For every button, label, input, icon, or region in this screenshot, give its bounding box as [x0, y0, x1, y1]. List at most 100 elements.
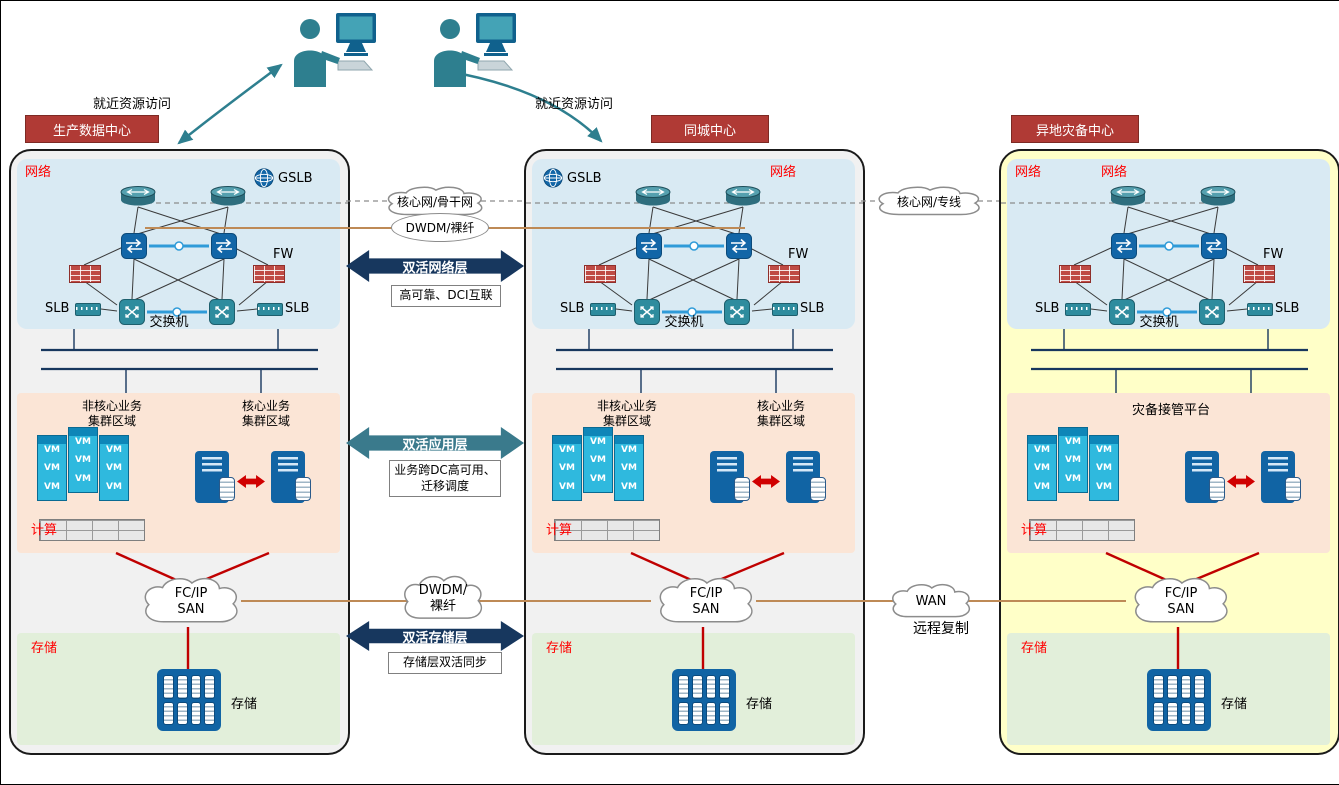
san-cloud: FC/IP SAN	[651, 575, 761, 629]
firewall-label: FW	[273, 247, 294, 262]
switch-label: 交换机	[149, 315, 189, 330]
core-servers	[195, 451, 311, 511]
cloud-shape	[136, 575, 246, 629]
router-icon	[210, 186, 246, 206]
san-cloud: FC/IP SAN	[1126, 575, 1236, 629]
samecity-datacenter: GSLB 网络 FW	[524, 149, 865, 755]
vm-label: VM	[1065, 473, 1081, 484]
vm-label: VM	[44, 463, 60, 473]
slb-switch-icon	[209, 299, 235, 325]
slb-label-left: SLB	[1035, 301, 1060, 316]
wan-cloud: WAN	[885, 582, 977, 622]
vm-label: VM	[1065, 436, 1081, 447]
network-label: 网络	[770, 165, 797, 180]
production-center-title: 生产数据中心	[25, 115, 159, 143]
storage-icon-label: 存储	[1221, 697, 1248, 712]
vm-label: VM	[621, 481, 637, 492]
firewall-icon	[253, 265, 285, 283]
slb-switch-icon	[1199, 299, 1225, 325]
server-icon	[786, 451, 826, 503]
gslb-group: GSLB	[542, 167, 602, 189]
vm-label: VM	[621, 444, 637, 455]
noncore-cluster-label: 非核心业务 集群区域	[596, 399, 657, 428]
cloud-shape	[1126, 575, 1236, 629]
firewall-icon	[1243, 265, 1275, 283]
vm-label: VM	[559, 481, 575, 492]
user-workstation-2	[426, 9, 521, 89]
firewall-icon	[768, 265, 800, 283]
server-icon	[271, 451, 311, 503]
slb-label-left: SLB	[560, 301, 585, 316]
storage-arrow-note: 存储层双活同步	[388, 652, 502, 674]
slb-switch-icon	[634, 299, 660, 325]
access-label-right: 就近资源访问	[535, 97, 614, 112]
app-layer-arrow-label: 双活应用层	[402, 437, 468, 453]
core-cluster-label: 核心业务 集群区域	[241, 399, 290, 428]
network-arrow-note: 高可靠、DCI互联	[391, 285, 501, 307]
switch-icon	[121, 233, 147, 259]
switch-icon	[726, 233, 752, 259]
wan-note: 远程复制	[913, 621, 969, 637]
wan-cloud-label: WAN	[915, 594, 947, 610]
dr-platform-label: 灾备接管平台	[1131, 403, 1210, 418]
vm-cluster: VM VM VM VM VM VM VM VM VM	[552, 427, 664, 545]
vm-label: VM	[106, 463, 122, 473]
server-icon	[195, 451, 235, 503]
app-layer-arrow: 双活应用层	[346, 427, 524, 459]
core-servers	[1185, 451, 1301, 511]
gslb-label: GSLB	[567, 170, 602, 186]
storage-section-label: 存储	[31, 641, 58, 656]
firewall-icon	[69, 265, 101, 283]
dr-center-title: 异地灾备中心	[1011, 115, 1139, 143]
storage-layer-arrow-label: 双活存储层	[402, 630, 468, 646]
slb-appliance-icon	[257, 303, 283, 316]
cloud-shape	[869, 185, 989, 219]
switch-icon	[1201, 233, 1227, 259]
compute-label: 计算	[546, 523, 573, 538]
cloud-shape	[397, 573, 489, 625]
vm-tower-icon: VM VM VM	[614, 435, 644, 501]
vm-label: VM	[590, 436, 606, 447]
gslb-label: GSLB	[278, 170, 313, 186]
vm-label: VM	[1034, 444, 1050, 455]
network-label: 网络	[1015, 165, 1042, 180]
access-label-left: 就近资源访问	[93, 97, 172, 112]
slb-appliance-icon	[1065, 303, 1091, 316]
vm-label: VM	[621, 463, 637, 473]
storage-section-label: 存储	[1021, 641, 1048, 656]
vm-tower-icon: VM VM VM	[1058, 427, 1088, 493]
gslb-group: GSLB	[253, 167, 313, 189]
vm-label: VM	[44, 481, 60, 492]
slb-label-right: SLB	[800, 301, 825, 316]
vm-label: VM	[1065, 455, 1081, 465]
storage-array-icon	[1147, 669, 1211, 731]
storage-layer-arrow: 双活存储层	[346, 621, 524, 651]
vm-label: VM	[590, 473, 606, 484]
vm-label: VM	[1096, 463, 1112, 473]
vm-label: VM	[1034, 481, 1050, 492]
network-layer-arrow: 双活网络层	[346, 250, 524, 282]
replication-arrow-icon	[237, 475, 265, 488]
slb-appliance-icon	[590, 303, 616, 316]
vm-label: VM	[106, 444, 122, 455]
vm-label: VM	[75, 473, 91, 484]
network-label: 网络	[25, 165, 52, 180]
slb-appliance-icon	[75, 303, 101, 316]
gslb-globe-icon	[254, 168, 274, 188]
san-label: FC/IP SAN	[1164, 586, 1198, 617]
dedicated-line-cloud-label: 核心网/专线	[896, 194, 962, 209]
storage-array-icon	[672, 669, 736, 731]
slb-label-left: SLB	[45, 301, 70, 316]
server-rack-icon	[39, 519, 145, 541]
slb-appliance-icon	[1247, 303, 1273, 316]
slb-label-right: SLB	[1275, 301, 1300, 316]
router-icon	[1200, 186, 1236, 206]
slb-appliance-icon	[772, 303, 798, 316]
san-cloud: FC/IP SAN	[136, 575, 246, 629]
